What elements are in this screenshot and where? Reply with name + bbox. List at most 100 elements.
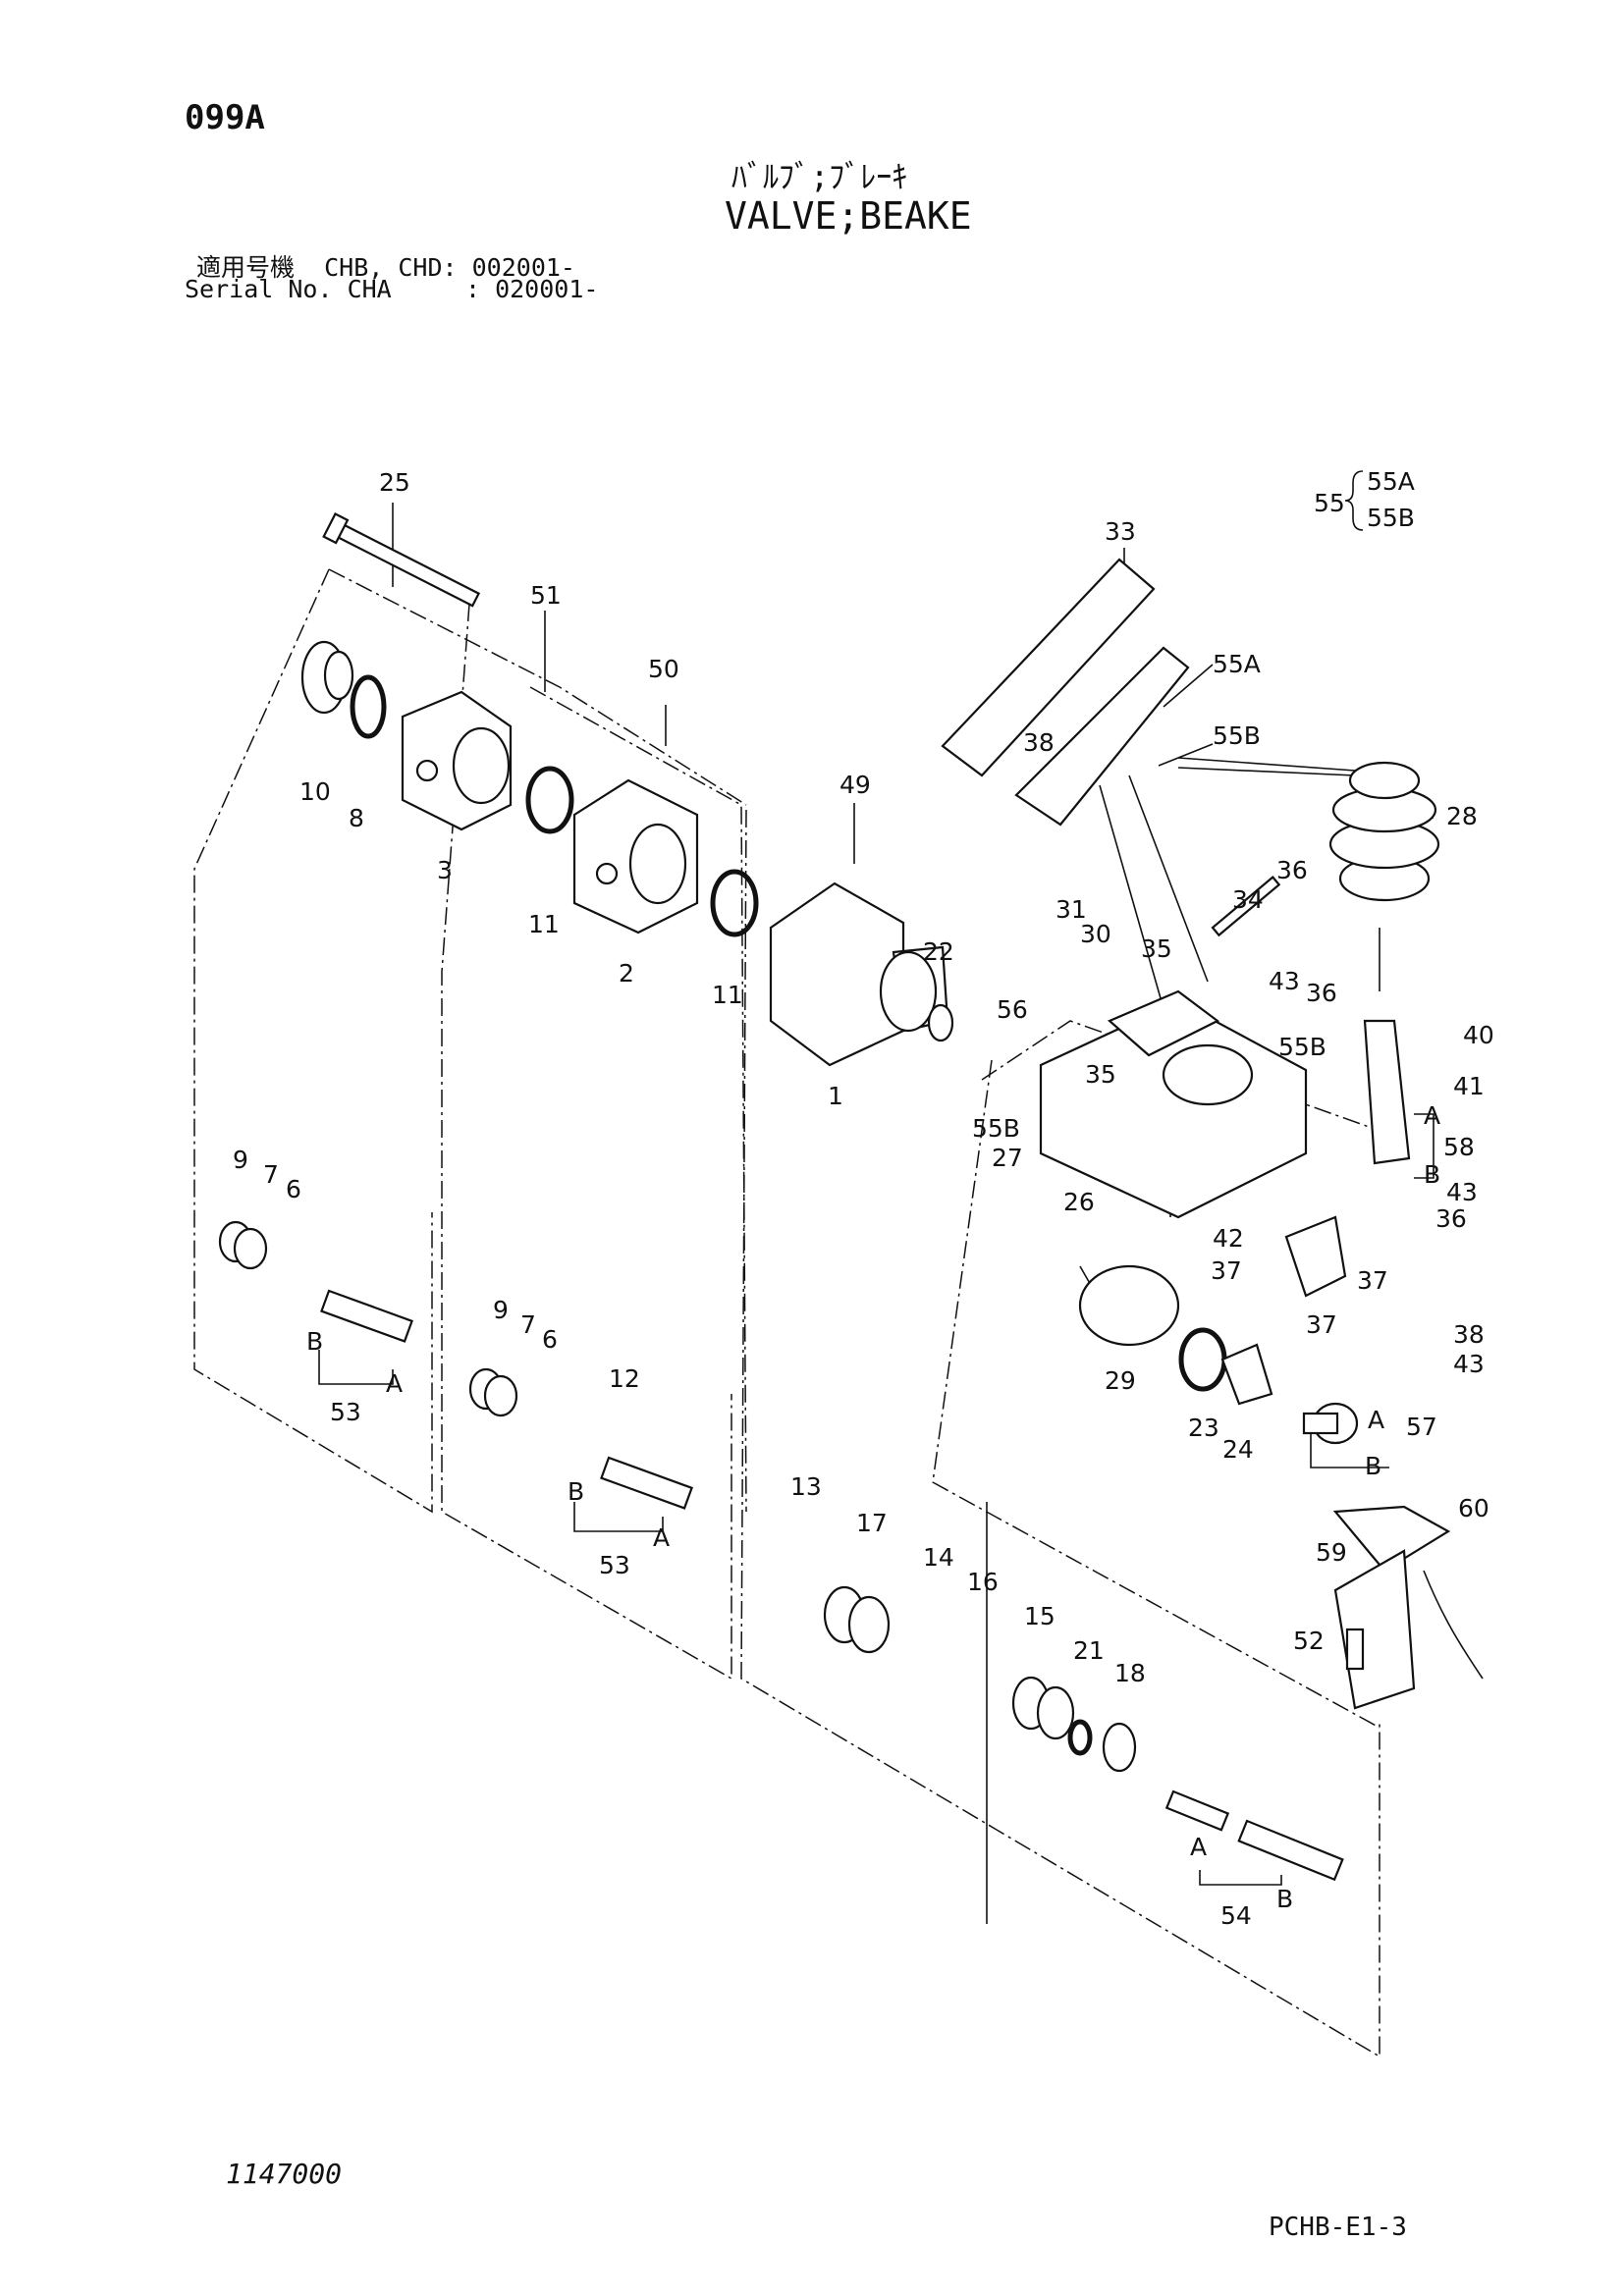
body-1 xyxy=(769,881,949,1067)
callout-15: 15 xyxy=(1024,1602,1056,1630)
callout-57: 57 xyxy=(1406,1413,1437,1441)
part-callouts: 25 51 50 49 10 8 3 11 2 11 22 1 56 33 55… xyxy=(233,468,1494,1930)
callout-1: 1 xyxy=(828,1082,843,1110)
callout-18: 18 xyxy=(1114,1659,1146,1687)
callout-9: 9 xyxy=(493,1296,509,1324)
callout-38: 38 xyxy=(1453,1320,1485,1349)
callout-b: B xyxy=(568,1477,584,1506)
callout-b: B xyxy=(1424,1160,1440,1189)
drawing-number: 1147000 xyxy=(226,2158,343,2190)
callout-12: 12 xyxy=(609,1364,640,1393)
cup-29 xyxy=(1078,1264,1180,1347)
callout-43: 43 xyxy=(1446,1178,1478,1206)
o-ring-8 xyxy=(350,674,387,739)
callout-14: 14 xyxy=(923,1543,954,1572)
page-code: 099A xyxy=(185,98,265,137)
callout-43: 43 xyxy=(1453,1350,1485,1378)
callout-24: 24 xyxy=(1222,1435,1254,1464)
callout-2: 2 xyxy=(619,959,634,988)
callout-58: 58 xyxy=(1443,1133,1475,1161)
serial-number-line: Serial No. CHA : 020001- xyxy=(185,275,599,303)
callout-27: 27 xyxy=(992,1144,1023,1172)
legend-item-55b: 55B xyxy=(1367,504,1415,532)
callout-16: 16 xyxy=(967,1568,999,1596)
callout-56: 56 xyxy=(997,995,1028,1024)
boot-28 xyxy=(1328,761,1440,902)
seal-22 xyxy=(927,1003,954,1042)
legend-item-55a: 55A xyxy=(1367,467,1415,496)
legend-55: 55 55A 55B xyxy=(1314,467,1415,532)
callout-a: A xyxy=(653,1523,670,1552)
callout-b: B xyxy=(1365,1452,1381,1480)
spring-set-53b xyxy=(468,1367,693,1510)
cover-3 xyxy=(401,690,513,831)
lever-41 xyxy=(1363,1019,1411,1165)
callout-55b: 55B xyxy=(1278,1033,1326,1061)
callout-60: 60 xyxy=(1458,1494,1489,1522)
callout-36: 36 xyxy=(1276,856,1308,884)
callout-29: 29 xyxy=(1105,1366,1136,1395)
pin-34 xyxy=(1211,876,1281,937)
bracket-lines xyxy=(318,1113,1435,1886)
bracket-24 xyxy=(1220,1343,1273,1406)
callout-42: 42 xyxy=(1213,1224,1244,1253)
leader-lines xyxy=(392,503,1434,1924)
callout-36: 36 xyxy=(1306,979,1337,1007)
callout-33: 33 xyxy=(1105,517,1136,546)
callout-53: 53 xyxy=(330,1398,361,1426)
callout-9: 9 xyxy=(233,1146,248,1174)
callout-22: 22 xyxy=(923,937,954,966)
callout-21: 21 xyxy=(1073,1636,1105,1665)
callout-51: 51 xyxy=(530,581,562,610)
callout-53: 53 xyxy=(599,1551,630,1579)
callout-26: 26 xyxy=(1063,1188,1095,1216)
title-english: VALVE;BEAKE xyxy=(725,194,972,238)
bolt-25 xyxy=(322,511,481,608)
callout-55a: 55A xyxy=(1213,650,1261,678)
callout-6: 6 xyxy=(542,1325,558,1354)
callout-30: 30 xyxy=(1080,920,1111,948)
pedal-arm-55a xyxy=(1014,646,1190,827)
callout-37: 37 xyxy=(1357,1266,1388,1295)
callout-7: 7 xyxy=(520,1310,536,1339)
o-ring-11b xyxy=(710,869,759,937)
callout-a: A xyxy=(1368,1406,1384,1434)
callout-49: 49 xyxy=(839,771,871,799)
callout-a: A xyxy=(1424,1101,1440,1130)
cam-42 xyxy=(1284,1215,1347,1298)
callout-55b: 55B xyxy=(972,1114,1020,1143)
callout-59: 59 xyxy=(1316,1538,1347,1567)
spool-54 xyxy=(1164,1789,1344,1882)
callout-6: 6 xyxy=(286,1175,301,1203)
callout-54: 54 xyxy=(1220,1901,1252,1930)
title-japanese: ﾊﾞﾙﾌﾞ;ﾌﾞﾚｰｷ xyxy=(731,158,908,195)
callout-17: 17 xyxy=(856,1509,888,1537)
callout-37: 37 xyxy=(1211,1256,1242,1285)
pedal-33 xyxy=(941,558,1156,777)
switch-60 xyxy=(1332,1505,1484,1680)
bracket-52 xyxy=(1333,1549,1416,1710)
callout-35: 35 xyxy=(1141,934,1172,963)
plug-10 xyxy=(300,640,354,715)
callout-43: 43 xyxy=(1269,967,1300,995)
callout-11: 11 xyxy=(712,981,743,1009)
callout-38: 38 xyxy=(1023,728,1055,757)
serial-applicable-line: 適用号機 CHB, CHD: 002001- xyxy=(196,253,575,282)
callout-11: 11 xyxy=(528,910,560,938)
callout-52: 52 xyxy=(1293,1627,1325,1655)
switch-57 xyxy=(1302,1402,1359,1445)
callout-b: B xyxy=(306,1327,323,1356)
callout-7: 7 xyxy=(263,1160,279,1189)
callout-55b: 55B xyxy=(1213,721,1261,750)
legend-group-number: 55 xyxy=(1314,489,1345,517)
callout-13: 13 xyxy=(790,1472,822,1501)
spring-set-53a xyxy=(218,1220,413,1343)
body-2 xyxy=(572,778,699,934)
callout-35: 35 xyxy=(1085,1060,1116,1089)
callout-b: B xyxy=(1276,1885,1293,1913)
ring-23 xyxy=(1178,1327,1227,1392)
callout-37: 37 xyxy=(1306,1310,1337,1339)
page-reference: PCHB-E1-3 xyxy=(1269,2213,1407,2242)
callout-25: 25 xyxy=(379,468,410,497)
